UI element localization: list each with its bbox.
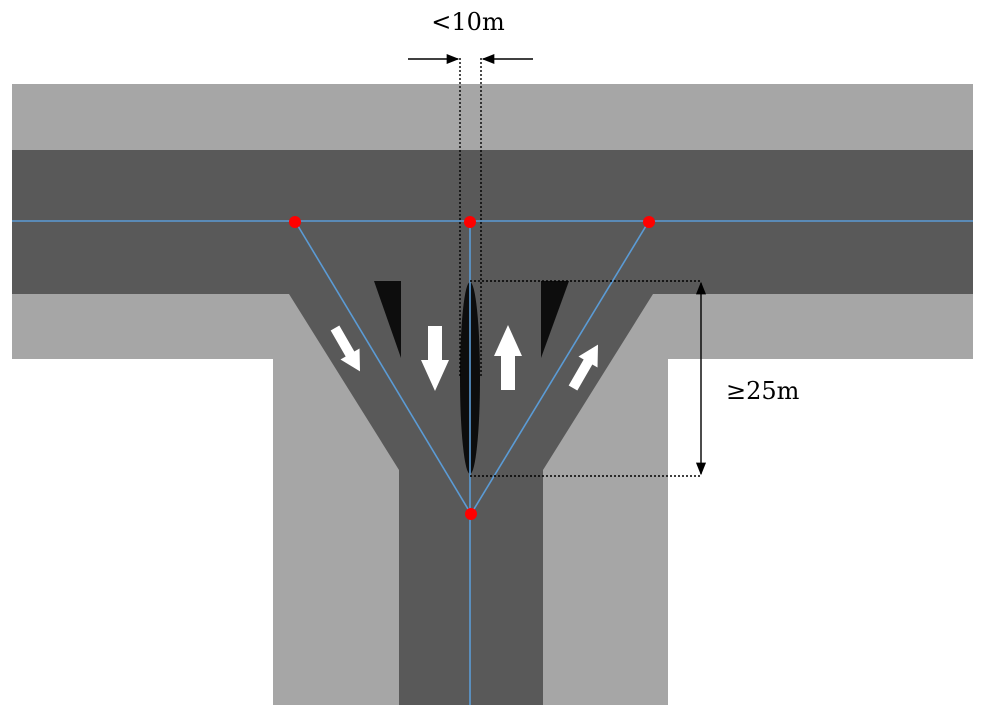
right-turn-path-line — [470, 220, 650, 515]
main-road-carriageway — [12, 150, 973, 294]
left-channelizing-island — [374, 281, 401, 358]
length-dimension — [470, 280, 707, 477]
left-turn-path-line — [294, 220, 472, 515]
node-right — [643, 216, 655, 228]
left-turn-in-arrow — [330, 325, 360, 372]
width-limit-label: <10m — [431, 8, 505, 36]
right-channelizing-island — [541, 281, 569, 358]
length-limit-label: ≥25m — [726, 377, 800, 405]
right-turn-out-arrow — [568, 344, 598, 391]
node-bottom — [465, 508, 477, 520]
straight-out-arrow — [494, 325, 522, 390]
side-road-carriageway — [289, 294, 653, 705]
lane-centerlines — [12, 220, 973, 705]
node-left — [289, 216, 301, 228]
width-dimension — [408, 53, 533, 378]
node-center — [464, 216, 476, 228]
straight-in-arrow — [421, 326, 449, 391]
conflict-nodes — [289, 216, 655, 520]
